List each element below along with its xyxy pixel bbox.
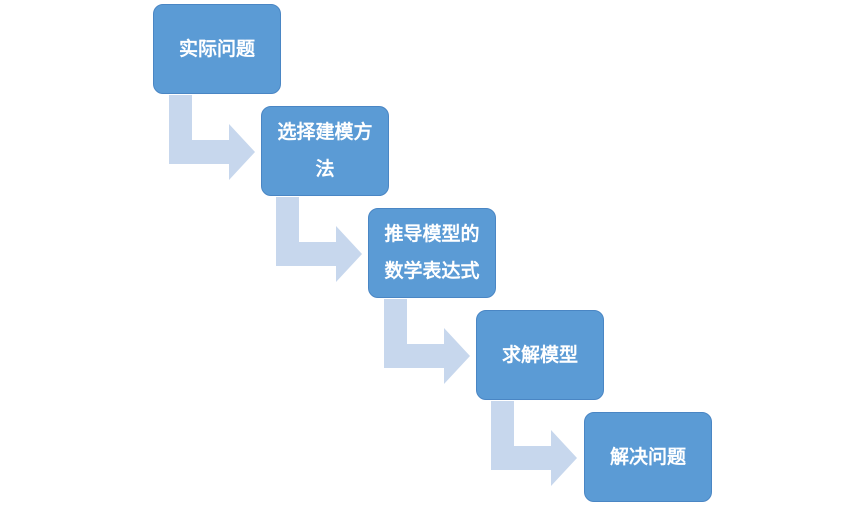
step-label-5: 解决问题: [609, 445, 686, 468]
step-box-1: 实际问题: [153, 4, 281, 94]
step-box-4: 求解模型: [476, 310, 604, 400]
step-label-4: 求解模型: [501, 343, 578, 366]
bent-arrow-3: [384, 299, 470, 384]
step-box-5: 解决问题: [584, 412, 712, 502]
step-label-2: 选择建模方法: [277, 121, 373, 180]
bent-arrow-4: [491, 401, 577, 486]
step-label-1: 实际问题: [178, 37, 255, 60]
step-label-3: 推导模型的数学表达式: [384, 223, 480, 282]
bent-arrow-1: [169, 95, 255, 180]
step-box-2: 选择建模方法: [261, 106, 389, 196]
step-box-3: 推导模型的数学表达式: [368, 208, 496, 298]
bent-arrow-2: [276, 197, 362, 282]
